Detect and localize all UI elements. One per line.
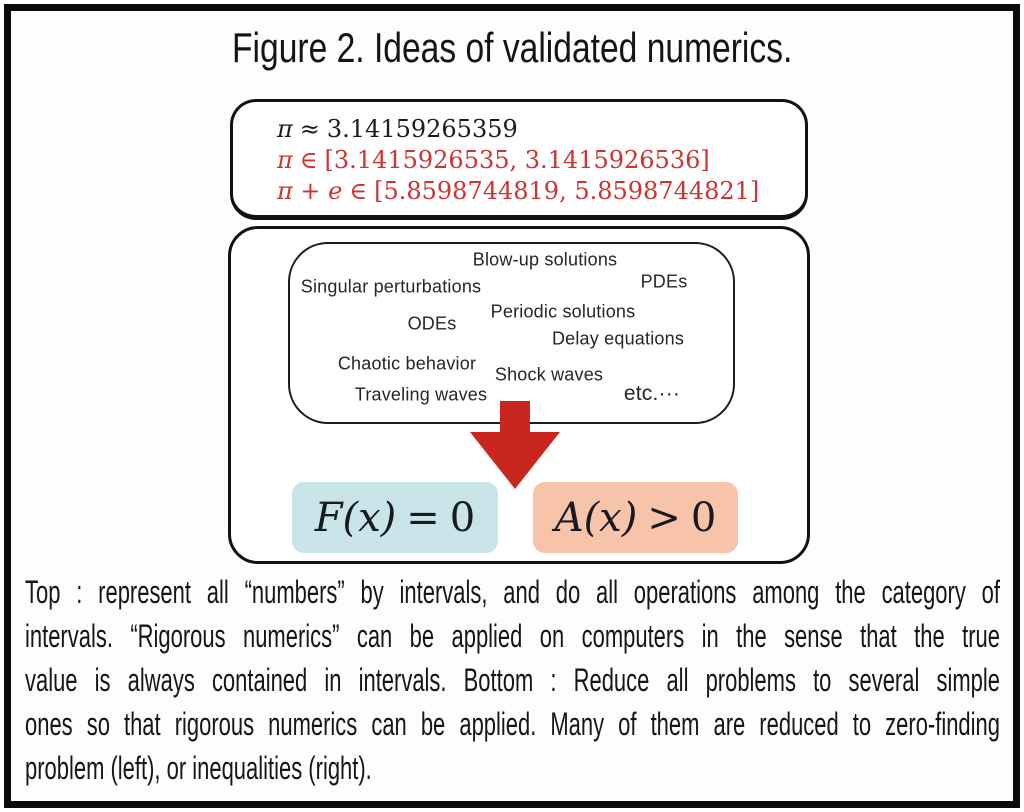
element-of-symbol: ∈ [299, 146, 318, 174]
topic-etc: etc.··· [623, 382, 681, 405]
pi-plus-e-interval-line: π + e∈[5.8598744819, 5.8598744821] [277, 176, 805, 207]
inequality-expression: A(x) [554, 494, 638, 541]
inequality-box: A(x)>0 [533, 482, 738, 553]
down-arrow-shape [470, 401, 560, 489]
topic-shock-waves: Shock waves [494, 364, 604, 385]
topic-pdes: PDEs [640, 271, 688, 292]
interval-box: π≈3.14159265359 π∈[3.1415926535, 3.14159… [230, 99, 808, 220]
topic-periodic-solutions: Periodic solutions [490, 301, 636, 322]
caption-line: intervals. “Rigorous numerics” can be ap… [25, 618, 1000, 654]
topic-singular-perturbations: Singular perturbations [300, 276, 482, 297]
inequality-value: 0 [690, 494, 717, 541]
figure-title: Figure 2. Ideas of validated numerics. [231, 24, 793, 71]
caption-line: ones so that rigorous numerics can be ap… [25, 706, 1000, 742]
caption-line: problem (left), or inequalities (right). [25, 750, 372, 786]
topic-delay-equations: Delay equations [551, 328, 685, 349]
pi-interval-value: [3.1415926535, 3.1415926536] [324, 146, 710, 174]
caption-line: Top : represent all “numbers” by interva… [25, 574, 1000, 610]
greater-than-symbol: > [647, 494, 681, 541]
zero-finding-value: 0 [449, 494, 476, 541]
topic-traveling-waves: Traveling waves [354, 384, 488, 405]
pi-interval-line: π∈[3.1415926535, 3.1415926536] [277, 145, 805, 176]
figure-caption: Top : represent all “numbers” by interva… [25, 570, 1000, 790]
pi-approx-value: 3.14159265359 [326, 115, 518, 143]
pi-plus-e-expression: π + e [277, 177, 343, 205]
pi-symbol: π [277, 146, 293, 174]
caption-line: value is always contained in intervals. … [25, 662, 1000, 698]
element-of-symbol: ∈ [349, 177, 368, 205]
topic-blow-up-solutions: Blow-up solutions [472, 249, 618, 270]
topic-chaotic-behavior: Chaotic behavior [337, 353, 477, 374]
approx-symbol: ≈ [299, 115, 320, 143]
topic-odes: ODEs [407, 313, 457, 334]
zero-finding-box: F(x)=0 [292, 482, 498, 553]
equals-symbol: = [406, 494, 440, 541]
pi-plus-e-interval-value: [5.8598744819, 5.8598744821] [374, 177, 760, 205]
zero-finding-expression: F(x) [314, 494, 397, 541]
pi-approx-line: π≈3.14159265359 [277, 114, 805, 145]
pi-symbol: π [277, 115, 293, 143]
figure-title-row: Figure 2. Ideas of validated numerics. [0, 24, 1024, 72]
down-arrow-icon [470, 401, 560, 489]
